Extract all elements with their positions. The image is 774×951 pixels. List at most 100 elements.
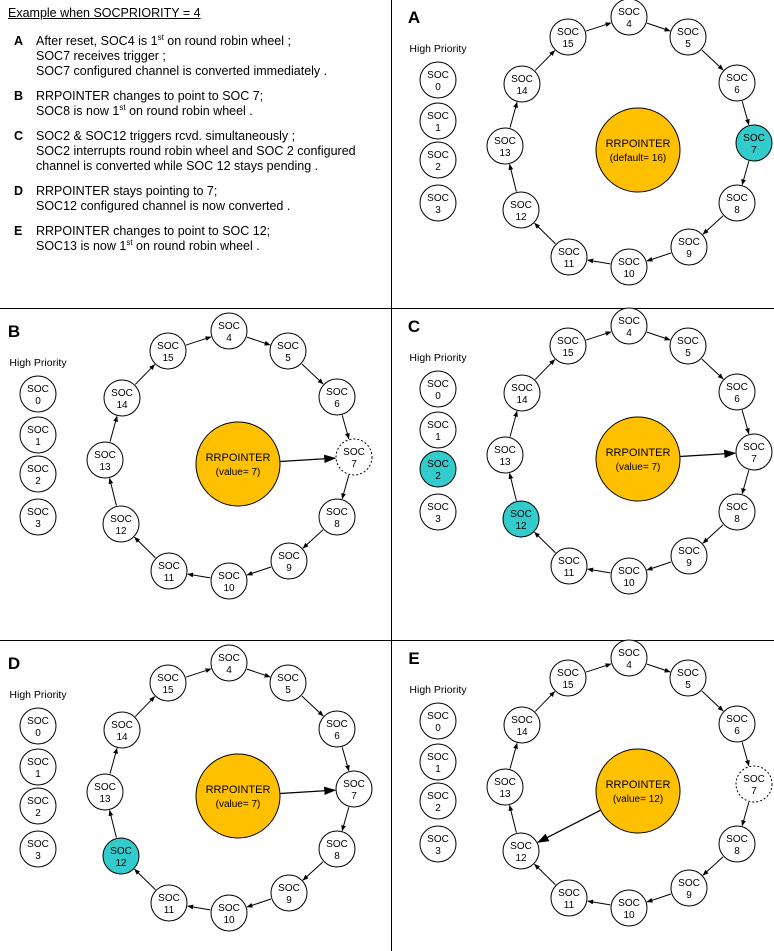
superscript-text: st: [157, 32, 164, 42]
wheel-node-soc-12: SOC12: [102, 837, 140, 875]
panel-letter: D: [8, 654, 20, 673]
rrpointer-value: (default= 16): [610, 153, 666, 164]
high-priority-node-soc-2: SOC2: [19, 787, 57, 825]
high-priority-node-soc-1: SOC1: [419, 411, 457, 449]
node-number: 0: [35, 728, 41, 739]
node-circle: [103, 379, 141, 417]
node-number: 11: [564, 900, 575, 911]
node-label: SOC: [427, 193, 449, 204]
node-number: 9: [686, 558, 692, 569]
rrpointer-value: (value= 7): [216, 467, 261, 478]
rrpointer-arrow: [536, 809, 601, 843]
node-circle: [486, 127, 524, 165]
step-line: SOC2 & SOC12 triggers rcvd. simultaneous…: [36, 129, 388, 144]
node-label: SOC: [427, 70, 449, 81]
wheel-arrow: [534, 691, 556, 712]
rrpointer-value: (value= 12): [613, 794, 663, 805]
node-label: SOC: [558, 556, 580, 567]
node-number: 7: [351, 791, 357, 802]
node-circle: [550, 547, 588, 585]
node-number: 11: [164, 905, 175, 916]
high-priority-node-soc-2: SOC2: [19, 455, 57, 493]
node-number: 13: [99, 794, 111, 805]
node-number: 0: [435, 723, 441, 734]
node-label: SOC: [326, 507, 348, 518]
node-label: SOC: [158, 893, 180, 904]
node-circle: [269, 664, 307, 702]
step-line: SOC12 configured channel is now converte…: [36, 199, 388, 214]
node-number: 5: [685, 680, 691, 691]
wheel-arrow: [646, 663, 671, 673]
node-circle: [670, 537, 708, 575]
node-number: 5: [285, 685, 291, 696]
node-circle: [718, 64, 756, 102]
node-number: 12: [515, 521, 527, 532]
node-label: SOC: [158, 561, 180, 572]
step-line: SOC2 interrupts round robin wheel and SO…: [36, 144, 388, 159]
rrpointer-value: (value= 7): [216, 799, 261, 810]
node-circle: [502, 191, 540, 229]
rrpointer-arrow: [279, 786, 337, 795]
wheel-node-soc-8: SOC8: [718, 825, 756, 863]
wheel-node-soc-7: SOC7: [335, 770, 373, 808]
node-circle: [735, 433, 773, 471]
node-number: 2: [35, 808, 41, 819]
node-circle: [503, 65, 541, 103]
node-circle: [718, 493, 756, 531]
rrpointer-arrow: [679, 449, 737, 458]
wheel-node-soc-4: SOC4: [210, 312, 248, 350]
wheel-arrow: [108, 477, 117, 506]
node-label: SOC: [678, 546, 700, 557]
wheel-arrow: [508, 472, 517, 501]
node-number: 9: [286, 895, 292, 906]
node-number: 15: [562, 39, 574, 50]
horizontal-divider-2: [0, 640, 774, 641]
node-circle: [269, 332, 307, 370]
wheel-node-soc-13: SOC13: [486, 768, 524, 806]
node-label: SOC: [557, 668, 579, 679]
node-label: SOC: [277, 341, 299, 352]
rrpointer-title: RRPOINTER: [606, 779, 671, 791]
rrpointer-circle: [195, 421, 281, 507]
node-circle: [549, 18, 587, 56]
wheel-node-soc-12: SOC12: [502, 500, 540, 538]
step-line: RRPOINTER changes to point to SOC 7;: [36, 89, 388, 104]
wheel-arrow: [341, 747, 350, 772]
node-label: SOC: [618, 566, 640, 577]
node-label: SOC: [110, 514, 132, 525]
node-label: SOC: [343, 779, 365, 790]
high-priority-label: High Priority: [409, 43, 467, 55]
node-number: 7: [351, 459, 357, 470]
node-circle: [335, 438, 373, 476]
node-number: 6: [734, 726, 740, 737]
wheel-arrow: [246, 336, 271, 346]
wheel-arrow: [301, 363, 324, 385]
node-label: SOC: [157, 341, 179, 352]
node-number: 6: [734, 85, 740, 96]
step-line: RRPOINTER changes to point to SOC 12;: [36, 224, 388, 239]
node-label: SOC: [111, 720, 133, 731]
superscript-text: st: [126, 237, 133, 247]
step-text: SOC7 configured channel is converted imm…: [36, 64, 328, 78]
wheel-node-soc-7: SOC7: [735, 124, 773, 162]
wheel-arrow: [187, 904, 211, 911]
node-label: SOC: [510, 509, 532, 520]
node-circle: [419, 450, 457, 488]
node-label: SOC: [618, 257, 640, 268]
node-label: SOC: [726, 193, 748, 204]
node-circle: [669, 18, 707, 56]
high-priority-node-soc-1: SOC1: [19, 748, 57, 786]
step-text: SOC13 is now 1: [36, 239, 127, 253]
node-circle: [610, 889, 648, 927]
